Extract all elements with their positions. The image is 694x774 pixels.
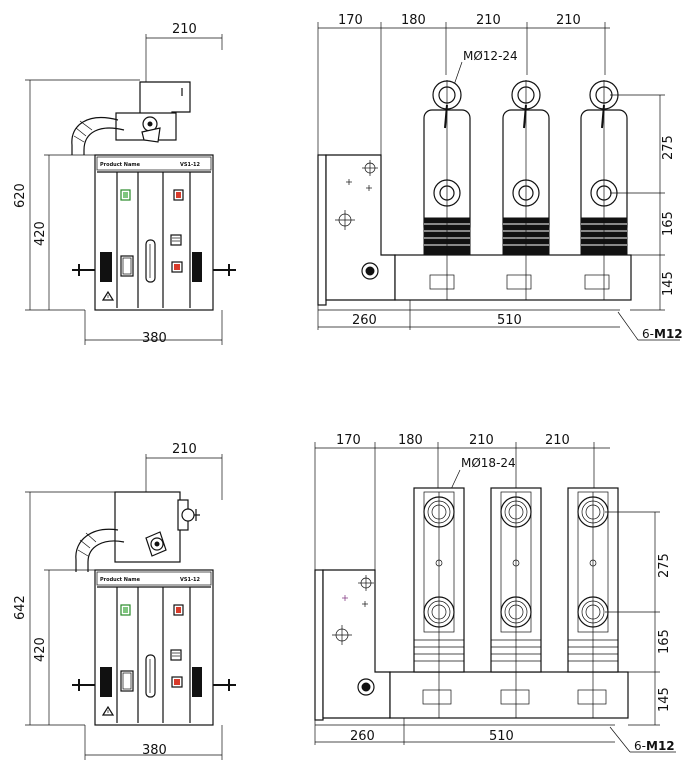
front-bottom-dim-145: 145 [657, 687, 672, 712]
side-bottom-dim-380: 380 [84, 725, 223, 760]
side-bottom-dim-420: 420 [33, 569, 95, 725]
side-top-nameplate-right: VS1-12 [180, 162, 201, 168]
side-top-dim-420-text: 420 [33, 221, 48, 246]
front-bottom-pole-3 [567, 487, 619, 718]
front-top-contact-text: MØ12-24 [463, 49, 518, 63]
front-bottom-dims-horizontal: 170 180 210 210 [314, 433, 610, 672]
front-top-dims-bottom: 260 510 6- M12 [317, 300, 683, 341]
front-bottom-pole-1 [413, 487, 465, 718]
front-top-dims-vertical: 275 165 145 [610, 94, 676, 311]
side-top-dim-620-text: 620 [13, 183, 28, 208]
side-bottom-dim-380-text: 380 [142, 743, 167, 758]
side-top-dim-380: 380 [84, 310, 223, 346]
front-bottom-dim-260: 260 [350, 729, 375, 744]
front-bottom-dims-vertical: 275 165 145 [605, 511, 672, 726]
side-bottom-dim-642-text: 642 [13, 595, 28, 620]
front-top-pole-1 [423, 80, 471, 300]
front-top-bolt-label: M12 [654, 327, 683, 341]
side-bottom-dim-420-text: 420 [33, 637, 48, 662]
front-bottom-pole-2 [490, 487, 542, 718]
side-top-body: Product Name VS1-12 [72, 154, 236, 311]
side-top-dim-380-text: 380 [142, 331, 167, 346]
side-top-dim-620: 620 [13, 79, 140, 311]
front-top-bolt-prefix: 6- [642, 327, 654, 341]
front-top-contact-label: MØ12-24 [453, 49, 518, 86]
front-top-dim-260: 260 [352, 313, 377, 328]
side-view-bottom: 210 642 420 380 [13, 442, 236, 760]
front-top-dim-145: 145 [661, 271, 676, 296]
side-bottom-nameplate-left: Product Name [100, 577, 141, 583]
front-top-dim-510: 510 [497, 313, 522, 328]
front-top-dim-170: 170 [338, 13, 363, 28]
front-bottom-bolt-label: M12 [646, 739, 675, 753]
front-bottom-dim-180: 180 [398, 433, 423, 448]
front-bottom-contact-text: MØ18-24 [461, 456, 516, 470]
side-bottom-nameplate-right: VS1-12 [180, 577, 201, 583]
side-bottom-body: Product Name VS1-12 [72, 569, 236, 726]
front-bottom-dims-bottom: 260 510 6- M12 [314, 718, 676, 753]
front-top-pole-2 [502, 80, 550, 300]
front-top-dim-165: 165 [661, 211, 676, 236]
front-top-dim-210a: 210 [476, 13, 501, 28]
front-bottom-base [389, 671, 629, 719]
side-top-mechanism [71, 81, 191, 155]
front-bottom-dim-170: 170 [336, 433, 361, 448]
front-view-bottom: 170 180 210 210 MØ18-24 [314, 433, 676, 753]
side-view-top: 210 620 420 380 [13, 22, 236, 346]
side-bottom-dim-210-text: 210 [172, 442, 197, 457]
side-bottom-dim-210: 210 [145, 442, 223, 500]
side-bottom-dim-642: 642 [13, 491, 115, 726]
front-bottom-dim-275: 275 [657, 553, 672, 578]
side-top-dim-210: 210 [145, 22, 223, 90]
front-top-dim-275: 275 [661, 135, 676, 160]
front-top-base [394, 254, 632, 301]
front-top-pole-3 [580, 80, 628, 300]
side-top-nameplate-left: Product Name [100, 162, 141, 168]
front-bottom-dim-165: 165 [657, 629, 672, 654]
front-bottom-dim-210b: 210 [545, 433, 570, 448]
front-bottom-bracket [314, 569, 391, 721]
front-top-dim-180: 180 [401, 13, 426, 28]
front-bottom-bolt-prefix: 6- [634, 739, 646, 753]
front-top-bracket [317, 154, 396, 306]
front-bottom-dim-210a: 210 [469, 433, 494, 448]
front-bottom-dim-510: 510 [489, 729, 514, 744]
front-view-top: 170 180 210 210 MØ12-24 [317, 13, 683, 341]
side-top-dim-420: 420 [33, 154, 95, 310]
side-top-dim-210-text: 210 [172, 22, 197, 37]
front-top-dim-210b: 210 [556, 13, 581, 28]
side-bottom-mechanism [75, 491, 200, 572]
